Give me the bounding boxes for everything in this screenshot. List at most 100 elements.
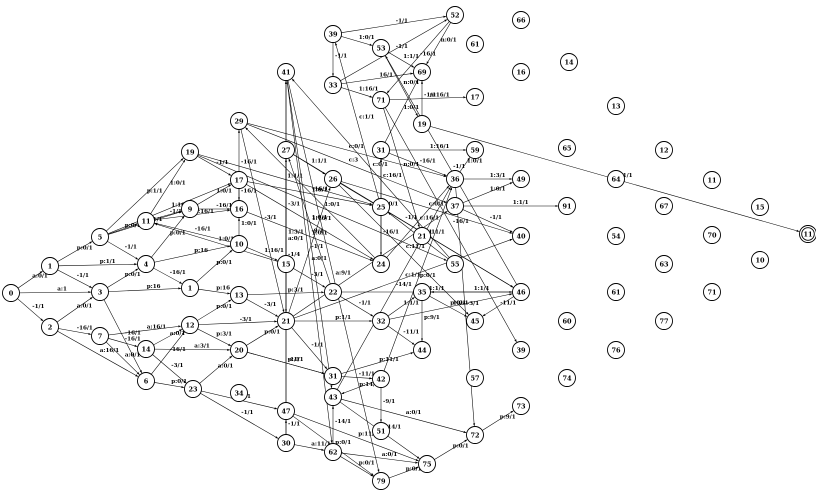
transition-label: c:16/1 xyxy=(383,173,402,179)
state-node: 31 xyxy=(373,142,390,159)
transition-label: 1:1/1 xyxy=(474,286,490,292)
state-label: 59 xyxy=(470,147,480,155)
transition-arrow: a:9/1 xyxy=(288,80,379,472)
state-node: 69 xyxy=(414,64,431,81)
state-node: 41 xyxy=(278,64,295,81)
transition-label: -1/1 xyxy=(125,244,137,250)
transition-label: -16/1 xyxy=(241,188,257,194)
state-node: 40 xyxy=(513,228,530,245)
transition-label: a:0/1 xyxy=(125,352,141,358)
state-node: 21 xyxy=(278,313,295,330)
transition-arrow: 1:1/1 xyxy=(464,200,559,206)
state-node: 71 xyxy=(373,92,390,109)
state-node: 10 xyxy=(231,236,248,253)
transition-label: -1/1 xyxy=(490,215,502,221)
state-node: 9 xyxy=(182,201,199,218)
transition-label: -16/1 xyxy=(195,227,211,233)
state-label: 72 xyxy=(470,432,479,440)
transition-label: -16/1 xyxy=(216,203,232,209)
state-node: 12 xyxy=(182,317,199,334)
state-label: 5 xyxy=(98,234,103,242)
state-node: 61 xyxy=(467,36,484,53)
state-node: 16 xyxy=(231,201,248,218)
state-node: 24 xyxy=(373,256,390,273)
state-label: 42 xyxy=(376,376,385,384)
state-node: 19 xyxy=(414,116,431,133)
transition-arrow: -1/1 xyxy=(341,16,446,32)
transition-label: 16/1 xyxy=(379,73,393,79)
state-label: 11 xyxy=(141,218,150,226)
state-node: 53 xyxy=(373,40,390,57)
transition-arrow: p:11/1 xyxy=(294,414,419,461)
transition-label: -1/1 xyxy=(359,300,371,306)
state-label: 32 xyxy=(376,318,385,326)
state-label: 15 xyxy=(281,261,291,269)
state-label: 2 xyxy=(48,324,53,332)
state-label: 21 xyxy=(417,233,426,241)
transition-arrow: -3/1 xyxy=(198,317,277,325)
state-label: 13 xyxy=(611,103,621,111)
state-node: 47 xyxy=(278,403,295,420)
state-label: 12 xyxy=(185,322,194,330)
transition-label: -1/1 xyxy=(77,273,89,279)
transition-label: 1:1/1 xyxy=(513,200,529,206)
state-label: 69 xyxy=(417,69,427,77)
transition-arrow: p:0/1 xyxy=(197,300,232,321)
transition-label: p:0/1 xyxy=(359,460,375,466)
transition-label: 1:16/1 xyxy=(430,144,450,150)
state-node: 72 xyxy=(467,427,484,444)
state-node: 55 xyxy=(447,256,464,273)
state-label: 31 xyxy=(328,373,337,381)
transition-arrow: a:3/1 xyxy=(154,343,230,349)
final-state: 11 xyxy=(800,226,816,243)
state-label: 79 xyxy=(376,478,386,486)
transition-label: a:1 xyxy=(57,287,67,293)
transition-label: a:0/1 xyxy=(170,331,186,337)
transition-label: 1:1/1 xyxy=(311,158,327,164)
state-node: 23 xyxy=(185,381,202,398)
transition-arrow: p:9/1 xyxy=(482,411,516,431)
transition-label: -14/1 xyxy=(335,419,351,425)
transition-label: c:0/1 xyxy=(349,144,364,150)
transition-label: -16/1 xyxy=(170,270,186,276)
transition-arrow: a:0/1 xyxy=(153,329,185,345)
state-label: 16 xyxy=(234,206,244,214)
transition-label: p:0/1 xyxy=(450,300,466,306)
transition-label: p:1/1 xyxy=(147,189,163,195)
transition-arrow: p:0/1 xyxy=(389,467,422,478)
state-label: 39 xyxy=(516,347,526,355)
transition-label: a:0/1 xyxy=(77,304,93,310)
transition-label: 1:16/1 xyxy=(264,248,284,254)
transition-arrow: p:0/1 xyxy=(429,296,467,317)
state-label: 13 xyxy=(234,292,244,300)
state-label: 12 xyxy=(659,147,668,155)
state-node: 2 xyxy=(42,319,59,336)
state-label: 17 xyxy=(470,94,479,102)
transition-arrow: 1:3/1 xyxy=(464,173,513,179)
state-node: 33 xyxy=(325,77,342,94)
transition-label: p:0/1 xyxy=(264,330,280,336)
state-node: 14 xyxy=(561,54,578,71)
transition-arrow: c:1/1 xyxy=(335,43,378,199)
transition-label: 1:0/1 xyxy=(170,181,186,187)
state-label: 31 xyxy=(376,147,385,155)
state-node: 11 xyxy=(138,213,155,230)
state-label: 26 xyxy=(328,176,338,184)
transition-arrow: c:0/1 xyxy=(341,181,512,233)
state-label: 9 xyxy=(188,206,193,214)
transition-label: c:3 xyxy=(349,157,358,163)
transition-label: -16/1 xyxy=(420,51,436,57)
transition-arrow: p:0/1 xyxy=(57,242,92,262)
state-node: 15 xyxy=(752,199,769,216)
state-node: 46 xyxy=(513,284,530,301)
transition-label: -3/1 xyxy=(264,215,276,221)
state-label: 60 xyxy=(562,318,572,326)
transition-arrow: a:0/1 xyxy=(106,342,140,375)
state-label: 23 xyxy=(188,386,198,394)
state-label: 15 xyxy=(755,204,765,212)
state-node: 1 xyxy=(42,258,59,275)
transition-label: n:0/1 xyxy=(403,80,419,86)
transition-label: -1/1 xyxy=(288,357,300,363)
state-label: 11 xyxy=(707,177,716,185)
